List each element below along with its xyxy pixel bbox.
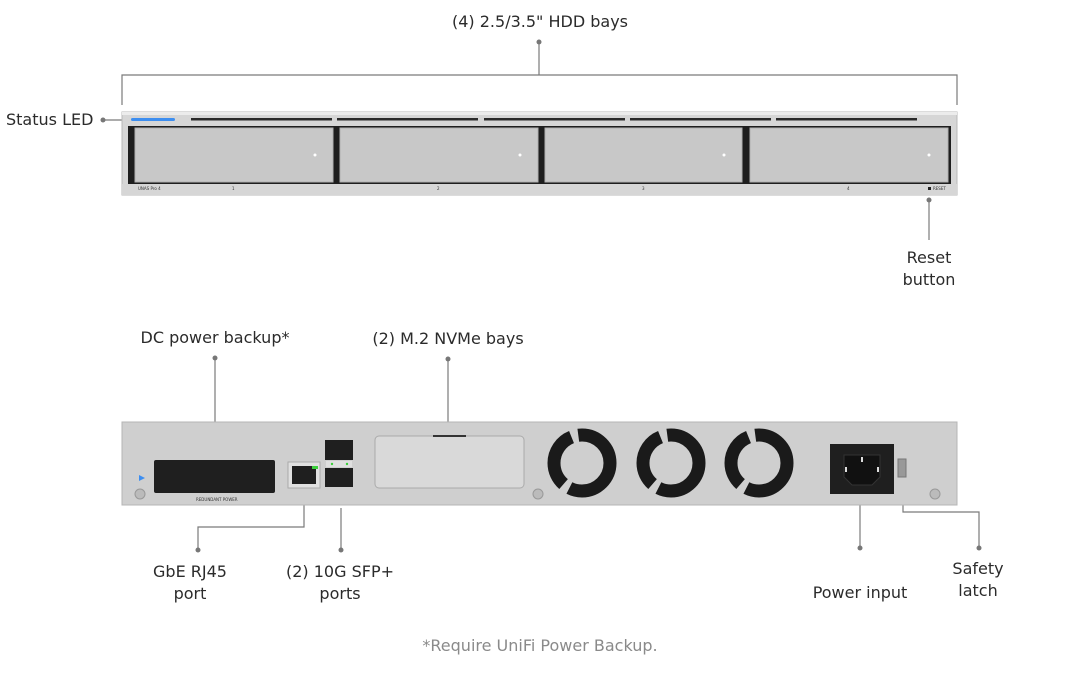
hdd-bays [134, 127, 949, 183]
safety-latch[interactable] [897, 458, 907, 478]
vent-slots [191, 118, 917, 121]
label-power-input: Power input [812, 583, 908, 602]
hdd-bay-1[interactable] [134, 127, 334, 183]
label-hdd-bays: (4) 2.5/3.5" HDD bays [452, 12, 628, 31]
reset-button[interactable] [928, 187, 931, 190]
svg-text:4: 4 [847, 186, 850, 191]
svg-text:REDUNDANT POWER: REDUNDANT POWER [196, 497, 238, 502]
label-sfp: (2) 10G SFP+ports [285, 562, 395, 603]
svg-text:RESET: RESET [933, 186, 946, 191]
m2-bay-cover[interactable] [374, 435, 525, 489]
callout-dots [100, 39, 982, 553]
label-dc-power: DC power backup* [140, 328, 290, 347]
hdd-bay-3[interactable] [544, 127, 743, 183]
model-label: UNAS Pro 4 [138, 186, 161, 191]
hdd-bay-4[interactable] [749, 127, 949, 183]
svg-text:3: 3 [642, 186, 645, 191]
front-panel: UNAS Pro 4 1 2 3 4 RESET [121, 111, 958, 196]
footnote: *Require UniFi Power Backup. [422, 636, 658, 655]
label-m2-bays: (2) M.2 NVMe bays [372, 329, 524, 348]
status-led [131, 118, 175, 121]
dc-power-connector[interactable] [154, 460, 275, 493]
rear-panel: REDUNDANT POWER [121, 421, 958, 506]
sfp-port-2[interactable] [325, 440, 353, 460]
svg-text:1: 1 [232, 186, 235, 191]
fans [547, 428, 794, 498]
callout-lines [103, 42, 980, 550]
sfp-port-1[interactable] [325, 468, 353, 487]
svg-text:2: 2 [437, 186, 440, 191]
label-status-led: Status LED [6, 110, 94, 129]
hdd-bay-2[interactable] [339, 127, 539, 183]
